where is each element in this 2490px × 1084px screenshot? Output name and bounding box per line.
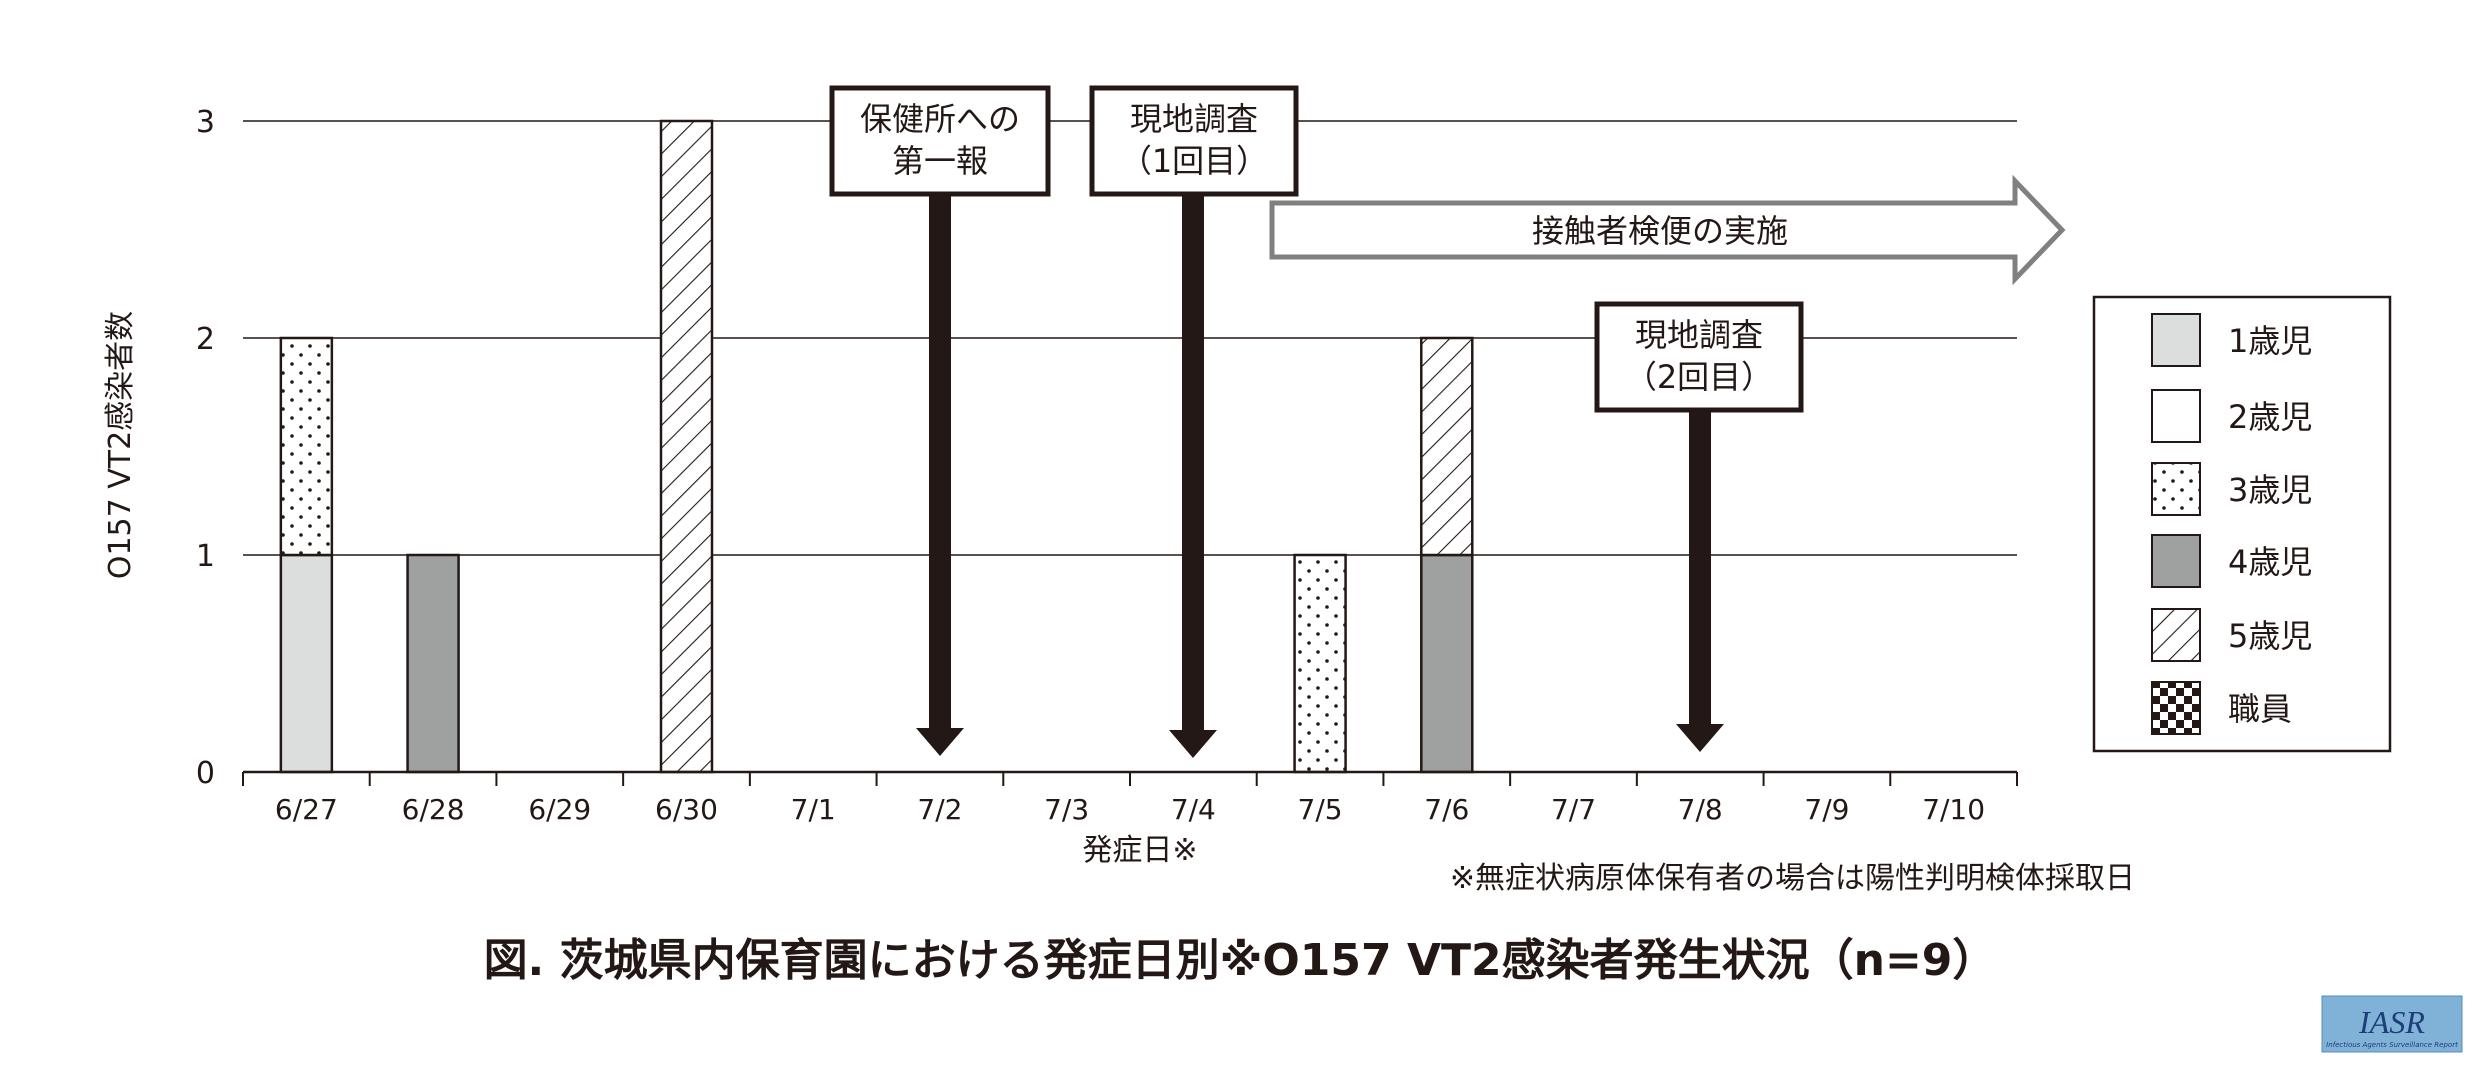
annotation-box: [829, 85, 1051, 197]
y-tick-label: 3: [196, 105, 215, 140]
legend-swatch-light: [2151, 313, 2201, 367]
x-tick-label: 7/10: [1922, 793, 1985, 826]
bar-5歳児-7/6: [1420, 336, 1474, 557]
annotation-text: 現地調査: [1130, 100, 1258, 138]
x-tick-label: 7/6: [1424, 793, 1469, 826]
annotation-text: 保健所への: [860, 100, 1020, 138]
down-arrow-icon: [916, 728, 964, 756]
svg-text:Infectious Agents Surveillance: Infectious Agents Surveillance Report: [2326, 1041, 2458, 1049]
annotation-3: 現地調査 （2回目）: [1594, 301, 1804, 752]
bar-3歳児-6/27: [279, 336, 334, 557]
footnote: ※無症状病原体保有者の場合は陽性判明検体採取日: [1450, 861, 2135, 896]
x-tick-label: 6/28: [402, 793, 465, 826]
x-tick-label: 7/1: [791, 793, 836, 826]
down-arrow-icon: [1676, 724, 1724, 752]
annotation-text: 現地調査: [1635, 316, 1763, 354]
annotation-box: [1594, 301, 1804, 413]
x-tick-label: 7/9: [1804, 793, 1849, 826]
axes: 0 1 2 3 6/27 6/28 6/29 6/30 7/1 7/2 7/3 7/4 7/5 7/6 7/…: [196, 105, 2018, 826]
legend-label: 1歳児: [2228, 322, 2312, 360]
legend-label: 3歳児: [2228, 471, 2312, 509]
period-arrow-label: 接触者検便の実施: [1532, 212, 1788, 250]
x-tick-label: 7/3: [1044, 793, 1089, 826]
iasr-logo: IASR Infectious Agents Surveillance Repo…: [2321, 995, 2463, 1053]
x-tick-label: 7/7: [1551, 793, 1596, 826]
legend-swatch-white: [2151, 389, 2201, 443]
legend-swatch-gray: [2151, 534, 2201, 588]
bar-3歳児-7/5: [1293, 553, 1347, 774]
y-tick-label: 2: [196, 322, 215, 357]
y-tick-label: 0: [196, 756, 215, 791]
contact-stool-test-period-arrow: 接触者検便の実施: [1269, 174, 2066, 286]
legend-swatch-checker: [2151, 681, 2201, 735]
bars: [279, 119, 1474, 774]
legend-label: 職員: [2228, 690, 2292, 728]
x-tick-label: 7/4: [1171, 793, 1216, 826]
bar-5歳児-6/30: [659, 119, 714, 774]
bar-4歳児-6/28: [406, 553, 460, 774]
bar-1歳児-6/27: [279, 553, 334, 774]
x-tick-label: 7/8: [1678, 793, 1723, 826]
svg-text:IASR: IASR: [2358, 1004, 2425, 1040]
y-axis-label: O157 VT2感染者数: [103, 311, 138, 579]
x-tick-label: 6/30: [655, 793, 718, 826]
annotation-box: [1089, 85, 1299, 197]
x-tick-label: 7/5: [1298, 793, 1343, 826]
legend-swatch-hatch: [2151, 608, 2201, 662]
y-tick-label: 1: [196, 539, 215, 574]
x-tick-label: 6/27: [275, 793, 338, 826]
legend-swatch-dots: [2151, 462, 2201, 516]
down-arrow-shaft: [1689, 410, 1711, 726]
x-axis-label: 発症日※: [1082, 833, 1197, 868]
annotation-text: 第一報: [892, 142, 988, 180]
legend-label: 2歳児: [2228, 398, 2312, 436]
annotation-2: 現地調査 （1回目）: [1089, 85, 1299, 758]
bar-4歳児-7/6: [1420, 553, 1474, 774]
annotation-text: （2回目）: [1625, 358, 1773, 396]
legend-label: 5歳児: [2228, 617, 2312, 655]
x-tick-label: 6/29: [528, 793, 591, 826]
annotation-text: （1回目）: [1120, 142, 1268, 180]
chart-title: 図. 茨城県内保育園における発症日別※O157 VT2感染者発生状況（n=9）: [484, 935, 1997, 986]
legend-label: 4歳児: [2228, 543, 2312, 581]
down-arrow-shaft: [1182, 194, 1204, 732]
x-tick-label: 7/2: [917, 793, 962, 826]
down-arrow-icon: [1169, 730, 1217, 758]
down-arrow-shaft: [929, 194, 951, 730]
